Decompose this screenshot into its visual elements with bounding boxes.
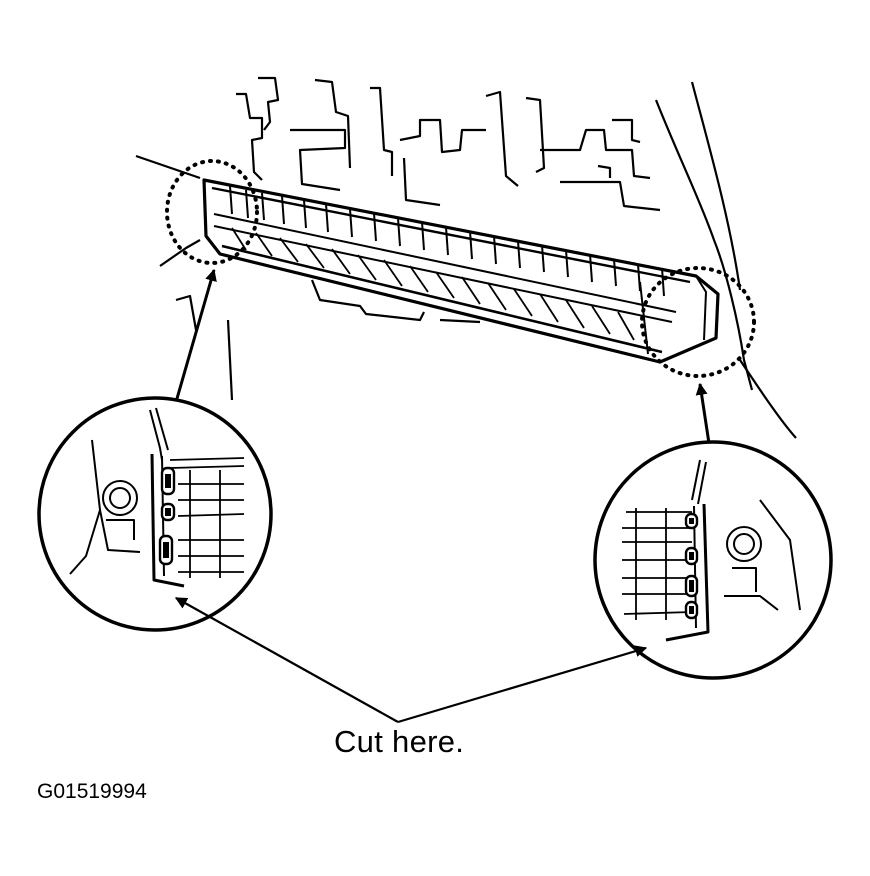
cut-leader-right: [398, 645, 648, 722]
figure-id-label: G01519994: [37, 780, 147, 803]
right-pointer-arrow: [695, 382, 710, 450]
right-detail-view: [595, 442, 831, 678]
left-detail-view: [39, 398, 271, 630]
left-attachment-circle: [167, 161, 257, 263]
attachment-highlight-circles: [167, 161, 754, 376]
right-detail-circle: [595, 442, 831, 678]
pointer-arrows: [176, 268, 710, 450]
cut-here-label: Cut here.: [334, 724, 465, 759]
vehicle-body-structure: [136, 78, 796, 438]
cut-here-leader-lines: [174, 598, 648, 722]
left-pointer-arrow: [176, 268, 217, 402]
cut-leader-left: [174, 598, 398, 722]
front-grille: [204, 180, 718, 362]
right-attachment-circle: [642, 268, 754, 376]
